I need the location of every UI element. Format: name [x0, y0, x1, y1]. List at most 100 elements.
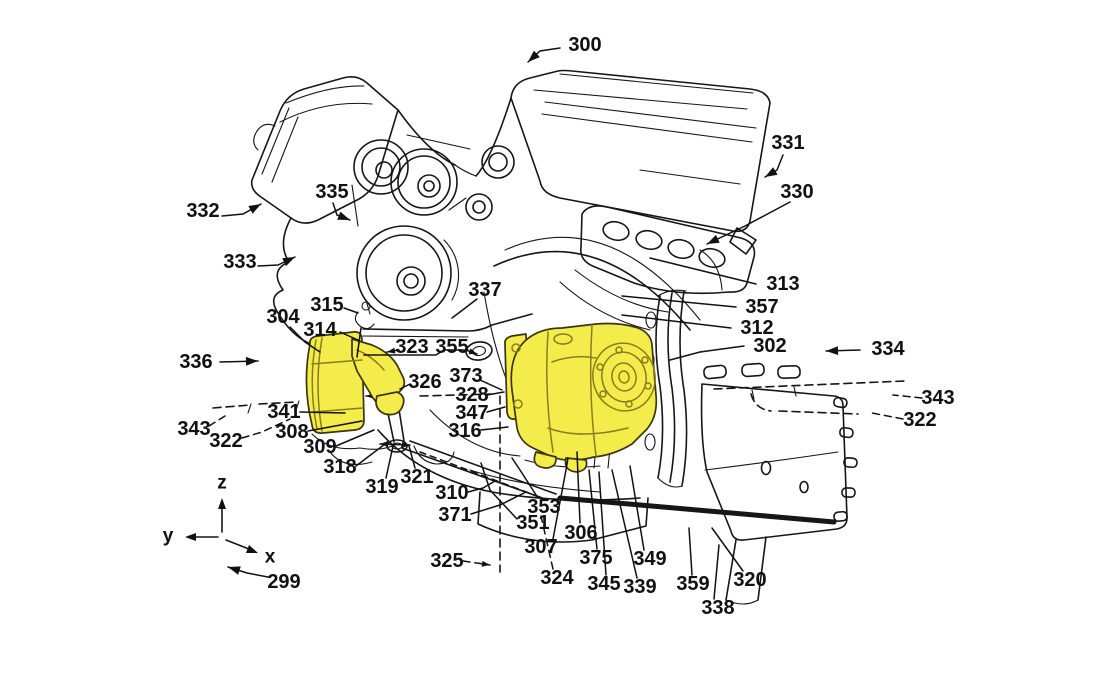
reference-label-325: 325	[430, 550, 463, 572]
reference-label-314: 314	[303, 319, 337, 341]
reference-label-322-right: 322	[903, 409, 936, 431]
highlighted-part-right	[504, 322, 658, 473]
reference-label-300: 300	[568, 34, 601, 56]
axis-triad	[185, 498, 258, 553]
reference-label-324: 324	[540, 567, 574, 589]
reference-label-321: 321	[400, 466, 433, 488]
leader-line-302	[669, 345, 745, 361]
leader-line-324	[540, 515, 554, 570]
leader-line-320	[711, 527, 744, 572]
engine-block-outline	[272, 97, 723, 443]
reference-label-313: 313	[766, 273, 799, 295]
arrowhead-323	[387, 347, 396, 354]
roll-restrictor-rod	[356, 313, 533, 361]
arrowhead-299	[228, 566, 241, 575]
left-valve-cover	[250, 76, 399, 224]
reference-label-336: 336	[179, 351, 212, 373]
reference-label-306: 306	[564, 522, 597, 544]
leader-line-359	[688, 527, 693, 576]
leader-line-343-left	[208, 415, 226, 427]
leader-line-304	[289, 326, 321, 353]
arrowhead-336	[245, 356, 258, 366]
reference-label-318: 318	[323, 456, 356, 478]
arrowhead-331	[765, 167, 778, 177]
reference-label-343-right: 343	[921, 387, 954, 409]
leader-line-315	[343, 307, 359, 314]
leader-line-349	[629, 465, 645, 551]
right-valve-cover	[510, 69, 771, 255]
leader-line-343-right	[892, 394, 923, 399]
leader-line-322-right	[871, 412, 904, 420]
leader-line-318	[355, 443, 386, 467]
reference-label-299: 299	[267, 571, 300, 593]
leader-line-319	[385, 445, 394, 479]
highlighted-part-left	[305, 331, 406, 434]
leader-line-351	[480, 462, 518, 520]
leader-line-307	[552, 457, 569, 540]
leader-line-341	[299, 411, 346, 414]
arrowhead-334	[826, 346, 839, 355]
arrowhead-355	[468, 348, 477, 355]
leader-line-325	[462, 560, 491, 566]
reference-label-353: 353	[527, 496, 560, 518]
reference-label-345: 345	[587, 573, 620, 595]
axis-label-axis-y: y	[163, 526, 174, 547]
reference-label-330: 330	[780, 181, 813, 203]
leader-line-375	[588, 469, 598, 550]
reference-label-349: 349	[633, 548, 666, 570]
reference-label-341: 341	[267, 401, 300, 423]
leader-line-314	[339, 331, 359, 341]
reference-label-375: 375	[579, 547, 612, 569]
reference-label-322-left: 322	[209, 430, 242, 452]
reference-label-315: 315	[310, 294, 343, 316]
leader-line-371	[470, 491, 527, 515]
reference-label-343-left: 343	[177, 418, 210, 440]
leader-line-309	[335, 429, 375, 447]
leader-line-328	[486, 391, 505, 396]
reference-label-310: 310	[435, 482, 468, 504]
reference-label-347: 347	[455, 402, 488, 424]
highlight-parts	[305, 322, 658, 473]
reference-label-332: 332	[186, 200, 219, 222]
reference-label-338: 338	[701, 597, 734, 619]
reference-label-331: 331	[771, 132, 804, 154]
leader-line-357	[621, 295, 737, 308]
leader-line-338	[713, 544, 720, 600]
reference-label-328: 328	[455, 384, 488, 406]
reference-label-323: 323	[395, 336, 428, 358]
reference-label-359: 359	[676, 573, 709, 595]
leader-line-326	[399, 383, 411, 390]
transmission-housing	[557, 362, 858, 605]
leader-line-347	[486, 406, 506, 413]
leader-line-321	[408, 445, 416, 469]
leader-line-306	[576, 451, 581, 524]
reference-label-371: 371	[438, 504, 471, 526]
leader-line-310	[467, 480, 496, 493]
leader-line-339	[611, 469, 638, 579]
accessory-pulleys	[351, 134, 515, 321]
reference-label-320: 320	[733, 569, 766, 591]
reference-label-334: 334	[871, 338, 905, 360]
leader-line-313	[649, 257, 757, 285]
reference-label-335: 335	[315, 181, 348, 203]
leader-line-308	[307, 420, 363, 432]
arrowhead-330	[707, 234, 720, 244]
reference-label-316: 316	[448, 420, 481, 442]
leader-line-330	[706, 201, 791, 245]
reference-label-357: 357	[745, 296, 778, 318]
arrowhead-332	[248, 204, 261, 214]
axis-label-axis-z: z	[217, 473, 227, 494]
arrowhead-325	[481, 560, 490, 567]
leader-line-312	[621, 314, 732, 329]
reference-label-302: 302	[753, 335, 786, 357]
leader-line-337	[451, 298, 478, 319]
reference-label-319: 319	[365, 476, 398, 498]
arrowhead-300	[528, 50, 540, 62]
leader-line-373	[479, 379, 503, 391]
reference-label-373: 373	[449, 365, 482, 387]
reference-label-307: 307	[524, 536, 557, 558]
reference-label-304: 304	[266, 306, 300, 328]
